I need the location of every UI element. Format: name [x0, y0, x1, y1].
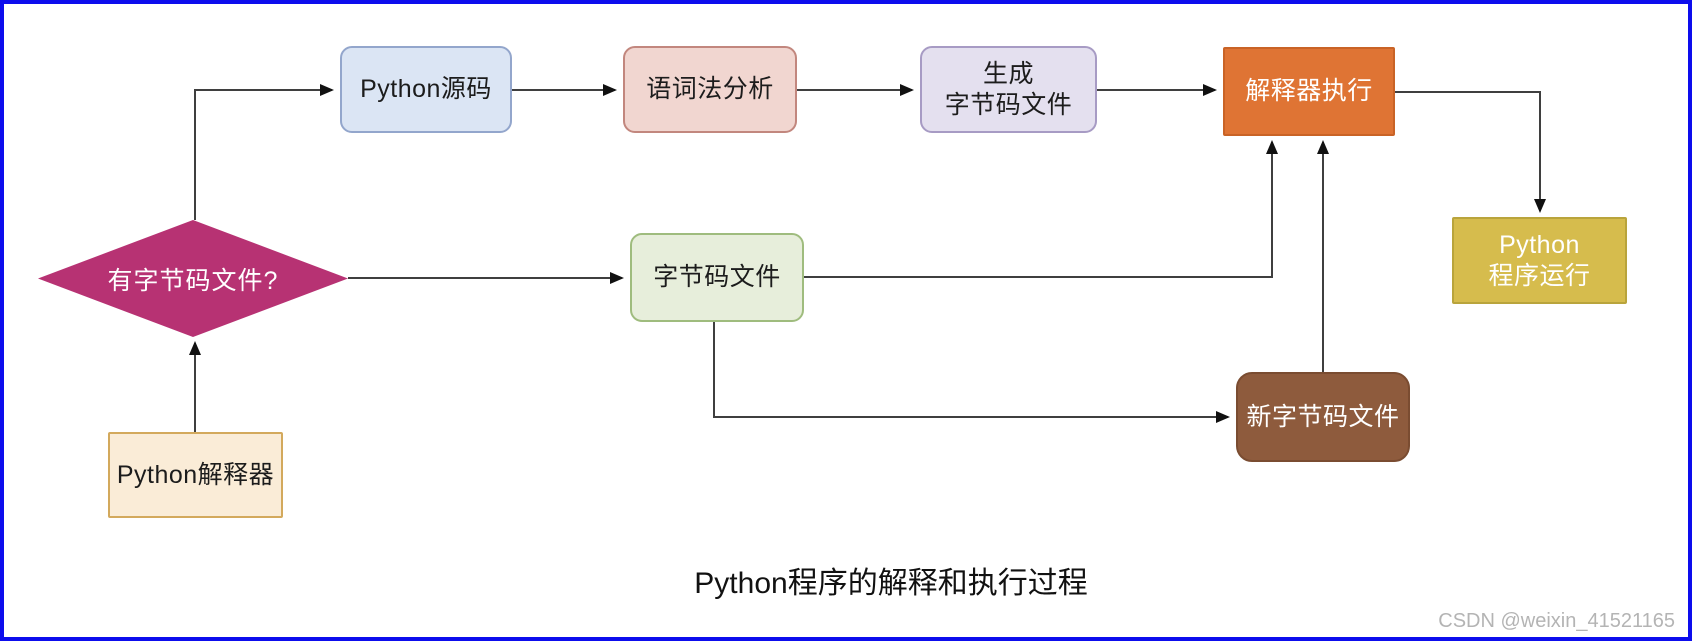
diagram-title: Python程序的解释和执行过程 — [694, 567, 1088, 600]
node-python-source: Python源码 — [340, 46, 512, 133]
node-python-program-run: Python 程序运行 — [1452, 217, 1627, 304]
node-new-bytecode-file: 新字节码文件 — [1236, 372, 1410, 462]
node-has-bytecode-decision-label: 有字节码文件? — [107, 266, 279, 295]
edge-group — [189, 84, 1546, 432]
node-python-interpreter-label: Python解释器 — [116, 460, 275, 489]
node-interpreter-execute: 解释器执行 — [1223, 47, 1395, 136]
node-new-bytecode-file-label: 新字节码文件 — [1246, 402, 1400, 431]
node-lexical-analysis-label: 语词法分析 — [646, 75, 774, 104]
node-interpreter-execute-label: 解释器执行 — [1245, 77, 1373, 106]
node-python-program-run-label: Python 程序运行 — [1488, 231, 1591, 290]
node-has-bytecode-decision: 有字节码文件? — [38, 220, 348, 337]
node-bytecode-file: 字节码文件 — [630, 233, 804, 322]
edge-bytecode-to-interpreter — [804, 140, 1278, 278]
node-python-source-label: Python源码 — [360, 75, 492, 104]
node-bytecode-file-label: 字节码文件 — [653, 263, 781, 292]
node-lexical-analysis: 语词法分析 — [623, 46, 797, 133]
edge-bytecode-to-newbytecode — [713, 322, 1230, 423]
node-generate-bytecode-label: 生成 字节码文件 — [944, 60, 1073, 119]
csdn-watermark: CSDN @weixin_41521165 — [1438, 610, 1675, 632]
node-python-interpreter: Python解释器 — [108, 432, 283, 518]
edge-interpreter-to-run — [1395, 91, 1546, 213]
edge-decision-to-source — [194, 84, 334, 220]
node-generate-bytecode: 生成 字节码文件 — [920, 46, 1097, 133]
